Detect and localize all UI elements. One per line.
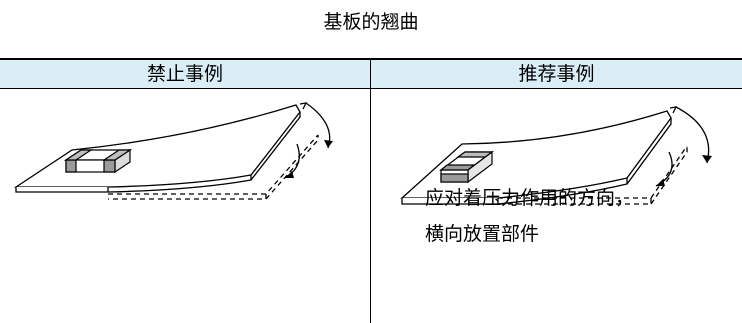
note-line-1: 应对着压力作用的方向， <box>425 187 635 209</box>
bend-arrow-lower <box>655 151 673 187</box>
prohibited-example-illustration <box>13 102 333 200</box>
bend-arrow-upper <box>675 106 710 164</box>
column-divider <box>370 60 371 323</box>
comparison-table: 禁止事例 推荐事例 <box>0 58 742 323</box>
recommended-example-illustration <box>400 106 712 205</box>
bent-board <box>13 104 301 188</box>
recommendation-note: 应对着压力作用的方向， 横向放置部件 <box>425 180 634 252</box>
table-top-rule <box>0 58 742 60</box>
component-vertical <box>64 148 132 174</box>
page-title: 基板的翘曲 <box>323 11 419 33</box>
column-header-recommended: 推荐事例 <box>371 60 742 89</box>
component-horizontal <box>439 150 494 184</box>
column-header-prohibited: 禁止事例 <box>0 60 370 89</box>
note-line-2: 横向放置部件 <box>425 223 540 245</box>
